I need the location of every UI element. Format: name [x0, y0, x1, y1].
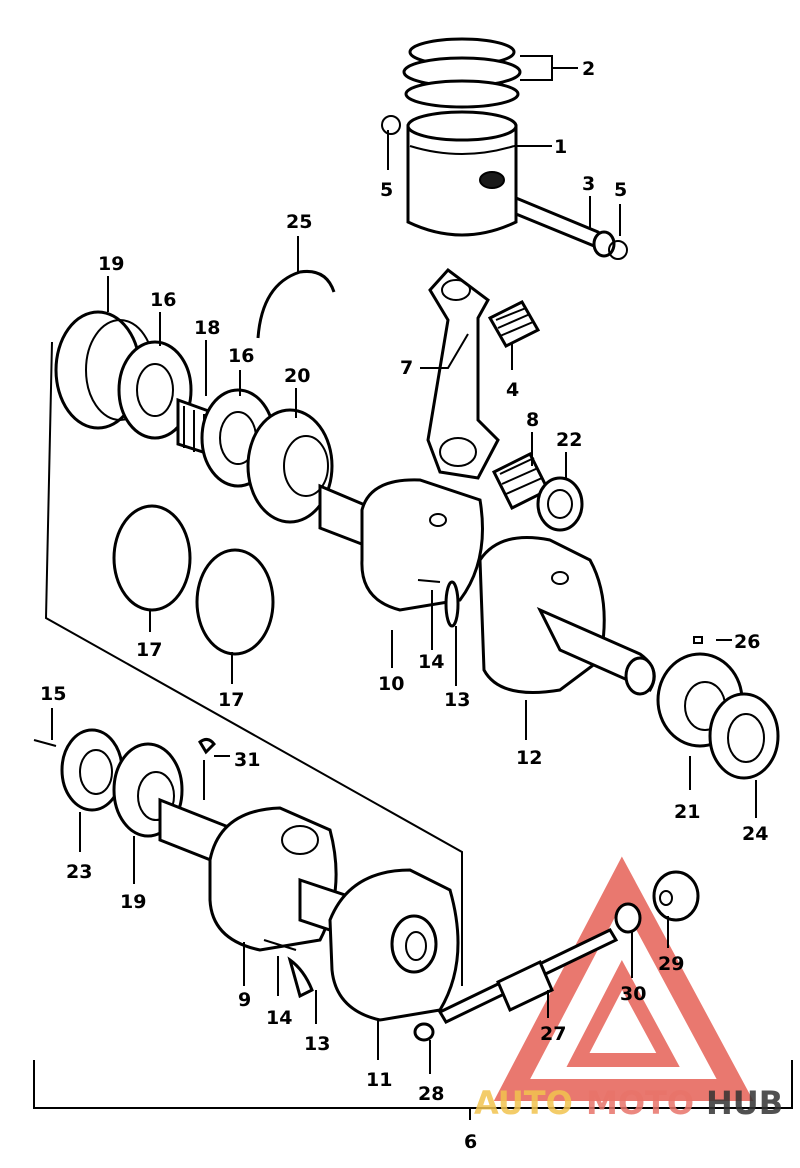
connecting-rod	[426, 267, 584, 532]
needle-bearing-small-end	[487, 300, 541, 348]
callout-label: 31	[234, 749, 260, 771]
callout-label: 15	[40, 683, 66, 705]
callout-label: 5	[614, 179, 627, 201]
callout-label: 13	[444, 689, 470, 711]
callout-label: 19	[120, 891, 146, 913]
callout-label: 17	[136, 639, 162, 661]
callout-label: 17	[218, 689, 244, 711]
callout-label: 29	[658, 953, 684, 975]
callout-label: 14	[266, 1007, 292, 1029]
callout-label: 19	[98, 253, 124, 275]
callout-label: 27	[540, 1023, 566, 1045]
callout-label: 18	[194, 317, 220, 339]
callout-label: 28	[418, 1083, 444, 1105]
part-labels: 1 2 3 4 5 5 6 7 8 9 10 11 12 13 13 14 14…	[40, 58, 768, 1153]
watermark-moto: MOTO	[586, 1084, 694, 1122]
callout-label: 30	[620, 983, 646, 1005]
callout-label: 26	[734, 631, 760, 653]
piston-assembly	[381, 37, 628, 260]
callout-label: 22	[556, 429, 582, 451]
leader-lines	[51, 55, 757, 1074]
circlip	[256, 269, 336, 339]
callout-label: 20	[284, 365, 310, 387]
callout-label: 13	[304, 1033, 330, 1055]
callout-label: 2	[582, 58, 595, 80]
callout-label: 21	[674, 801, 700, 823]
callout-label: 5	[380, 179, 393, 201]
callout-label: 3	[582, 173, 595, 195]
watermark-hub: HUB	[706, 1084, 783, 1122]
watermark-auto: AUTO	[474, 1084, 573, 1122]
right-bearing-stack	[656, 636, 780, 780]
seal-ring	[195, 548, 275, 656]
crankshaft-lower	[33, 728, 460, 1022]
shaft-assembly	[413, 870, 700, 1042]
callout-label: 8	[526, 409, 539, 431]
callout-label: 16	[150, 289, 176, 311]
callout-label: 25	[286, 211, 312, 233]
callout-label: 24	[742, 823, 768, 845]
crankshaft-upper	[318, 478, 656, 696]
seal-ring	[112, 504, 192, 612]
watermark-text: AUTO MOTO HUB	[474, 1084, 783, 1122]
callout-label: 9	[238, 989, 251, 1011]
callout-label: 16	[228, 345, 254, 367]
callout-label: 12	[516, 747, 542, 769]
outline-frame	[33, 341, 793, 1120]
callout-label: 6	[464, 1131, 477, 1153]
left-bearing-stack	[54, 310, 334, 524]
callout-label: 14	[418, 651, 444, 673]
watermark-logo	[493, 856, 754, 1101]
callout-label: 11	[366, 1069, 392, 1091]
callout-label: 1	[554, 136, 567, 158]
callout-label: 4	[506, 379, 519, 401]
callout-label: 23	[66, 861, 92, 883]
callout-label: 7	[400, 357, 413, 379]
callout-label: 10	[378, 673, 404, 695]
